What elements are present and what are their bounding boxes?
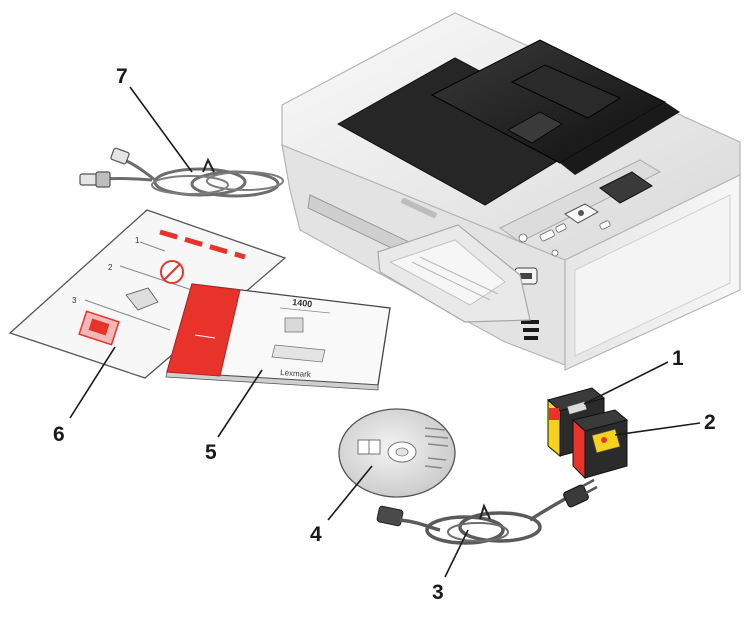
leader-line-7 (129, 86, 193, 173)
leader-line-2 (614, 422, 701, 436)
booklet-brand: Lexmark (280, 368, 312, 379)
callout-5: 5 (205, 441, 217, 464)
callout-6: 6 (53, 423, 65, 446)
callout-1: 1 (672, 347, 684, 370)
software-cd (338, 408, 456, 498)
leader-line-1 (583, 361, 669, 405)
ink-cartridges (546, 387, 629, 480)
printer (281, 12, 741, 371)
leader-line-4 (327, 465, 373, 521)
leader-line-6 (69, 346, 116, 419)
setup-sheet: 1 2 3 (8, 209, 287, 379)
power-cord (376, 478, 598, 545)
callout-2: 2 (704, 411, 716, 434)
callout-4: 4 (310, 523, 322, 546)
leader-line-5 (217, 369, 263, 438)
svg-text:1: 1 (135, 236, 140, 245)
booklet-title: 1400 (292, 297, 313, 309)
svg-text:3: 3 (72, 296, 77, 305)
usb-cable (79, 147, 284, 198)
svg-text:2: 2 (108, 263, 113, 272)
color-cartridge (571, 409, 629, 480)
callout-3: 3 (432, 581, 444, 604)
user-guide-booklet: 1400 Lexmark (165, 283, 391, 391)
leader-lines (69, 86, 701, 578)
leader-line-3 (444, 529, 469, 578)
control-panel (499, 159, 662, 257)
callout-7: 7 (116, 65, 128, 88)
